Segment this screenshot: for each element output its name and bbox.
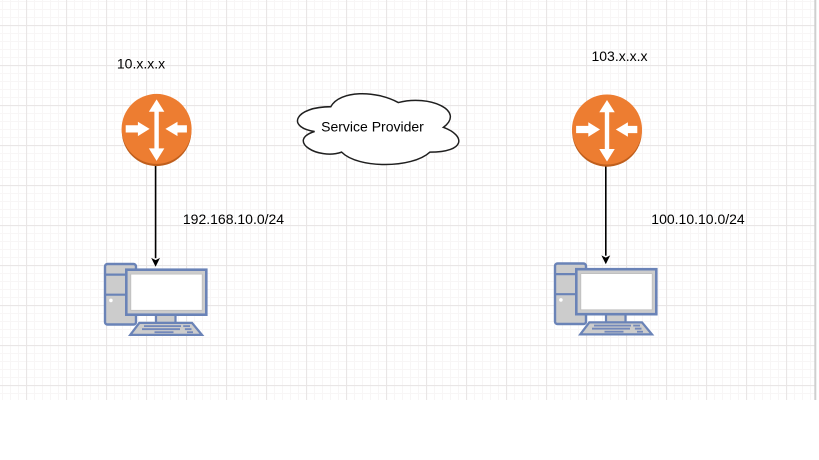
svg-text:192.168.10.0/24: 192.168.10.0/24 — [183, 211, 284, 227]
svg-text:Service Provider: Service Provider — [321, 119, 424, 135]
svg-text:103.x.x.x: 103.x.x.x — [591, 48, 647, 64]
svg-text:100.10.10.0/24: 100.10.10.0/24 — [651, 211, 745, 227]
svg-text:10.x.x.x: 10.x.x.x — [117, 56, 165, 72]
